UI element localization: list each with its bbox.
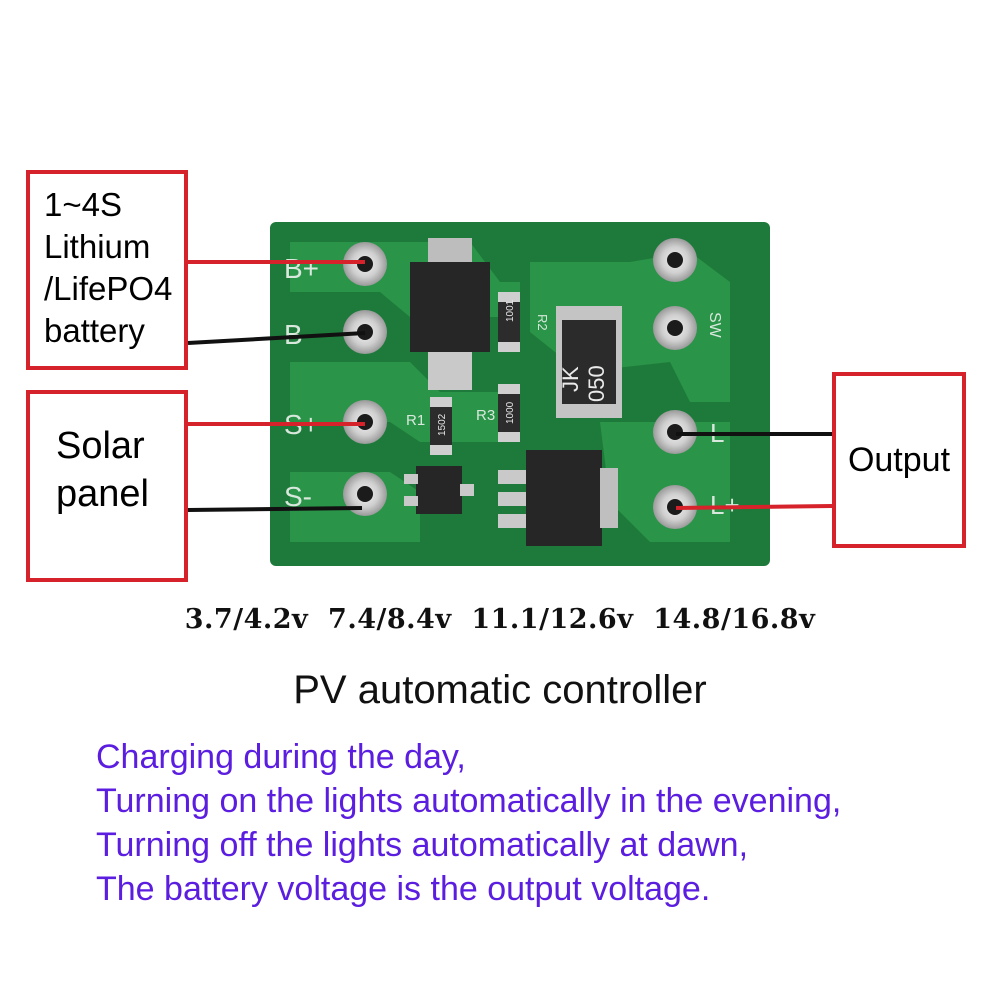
wire-solar-minus — [187, 506, 363, 512]
battery-label-line: Lithium — [44, 228, 151, 265]
battery-callout: 1~4S Lithium /LifePO4 battery — [26, 170, 188, 370]
wire-output-plus — [675, 504, 833, 510]
description: Charging during the day, Turning on the … — [96, 735, 976, 911]
solar-label-line: panel — [56, 473, 149, 515]
left-pads — [343, 242, 387, 516]
output-label: Output — [847, 440, 951, 479]
voltage-options: 3.7/4.2v 7.4/8.4v 11.1/12.6v 14.8/16.8v — [184, 604, 816, 635]
r2-label: R2 — [535, 314, 550, 331]
diode-component — [410, 238, 490, 390]
pin-label-l-plus: L+ — [710, 490, 740, 520]
r3-label: R3 — [476, 407, 495, 424]
pcb-board: B+ B- S+ S- SW L- L+ 1001 R2 JK 050 1502… — [270, 222, 770, 566]
battery-label-line: 1~4S — [44, 186, 122, 223]
r1-label: R1 — [406, 412, 425, 429]
battery-label-line: battery — [44, 312, 145, 349]
description-line: Turning on the lights automatically in t… — [96, 782, 842, 820]
output-callout: Output — [832, 372, 966, 548]
r3-code: 1000 — [505, 401, 516, 424]
description-line: Turning off the lights automatically at … — [96, 826, 749, 864]
regulator-ic — [498, 450, 618, 546]
chip-text-jk: JK — [558, 366, 583, 392]
resistor-r2: 1001 R2 — [498, 292, 550, 352]
resistor-r3: 1000 R3 — [476, 384, 520, 442]
r2-code: 1001 — [505, 299, 516, 322]
pin-label-b-plus: B+ — [284, 253, 319, 284]
resistor-r1: 1502 R1 — [406, 397, 452, 455]
wire-battery-minus — [187, 331, 366, 345]
page-title: PV automatic controller — [293, 668, 707, 712]
solar-callout: Solar panel — [26, 390, 188, 582]
chip-text-050: 050 — [584, 365, 609, 402]
fuse-chip: JK 050 — [556, 306, 622, 418]
solar-label-line: Solar — [56, 425, 145, 467]
transistor-small — [404, 466, 474, 514]
description-line: The battery voltage is the output voltag… — [96, 870, 711, 908]
r1-code: 1502 — [437, 413, 448, 436]
right-pads — [653, 238, 697, 529]
battery-label-line: /LifePO4 — [44, 270, 173, 307]
description-line: Charging during the day, — [96, 738, 466, 776]
pin-label-sw: SW — [706, 312, 723, 339]
